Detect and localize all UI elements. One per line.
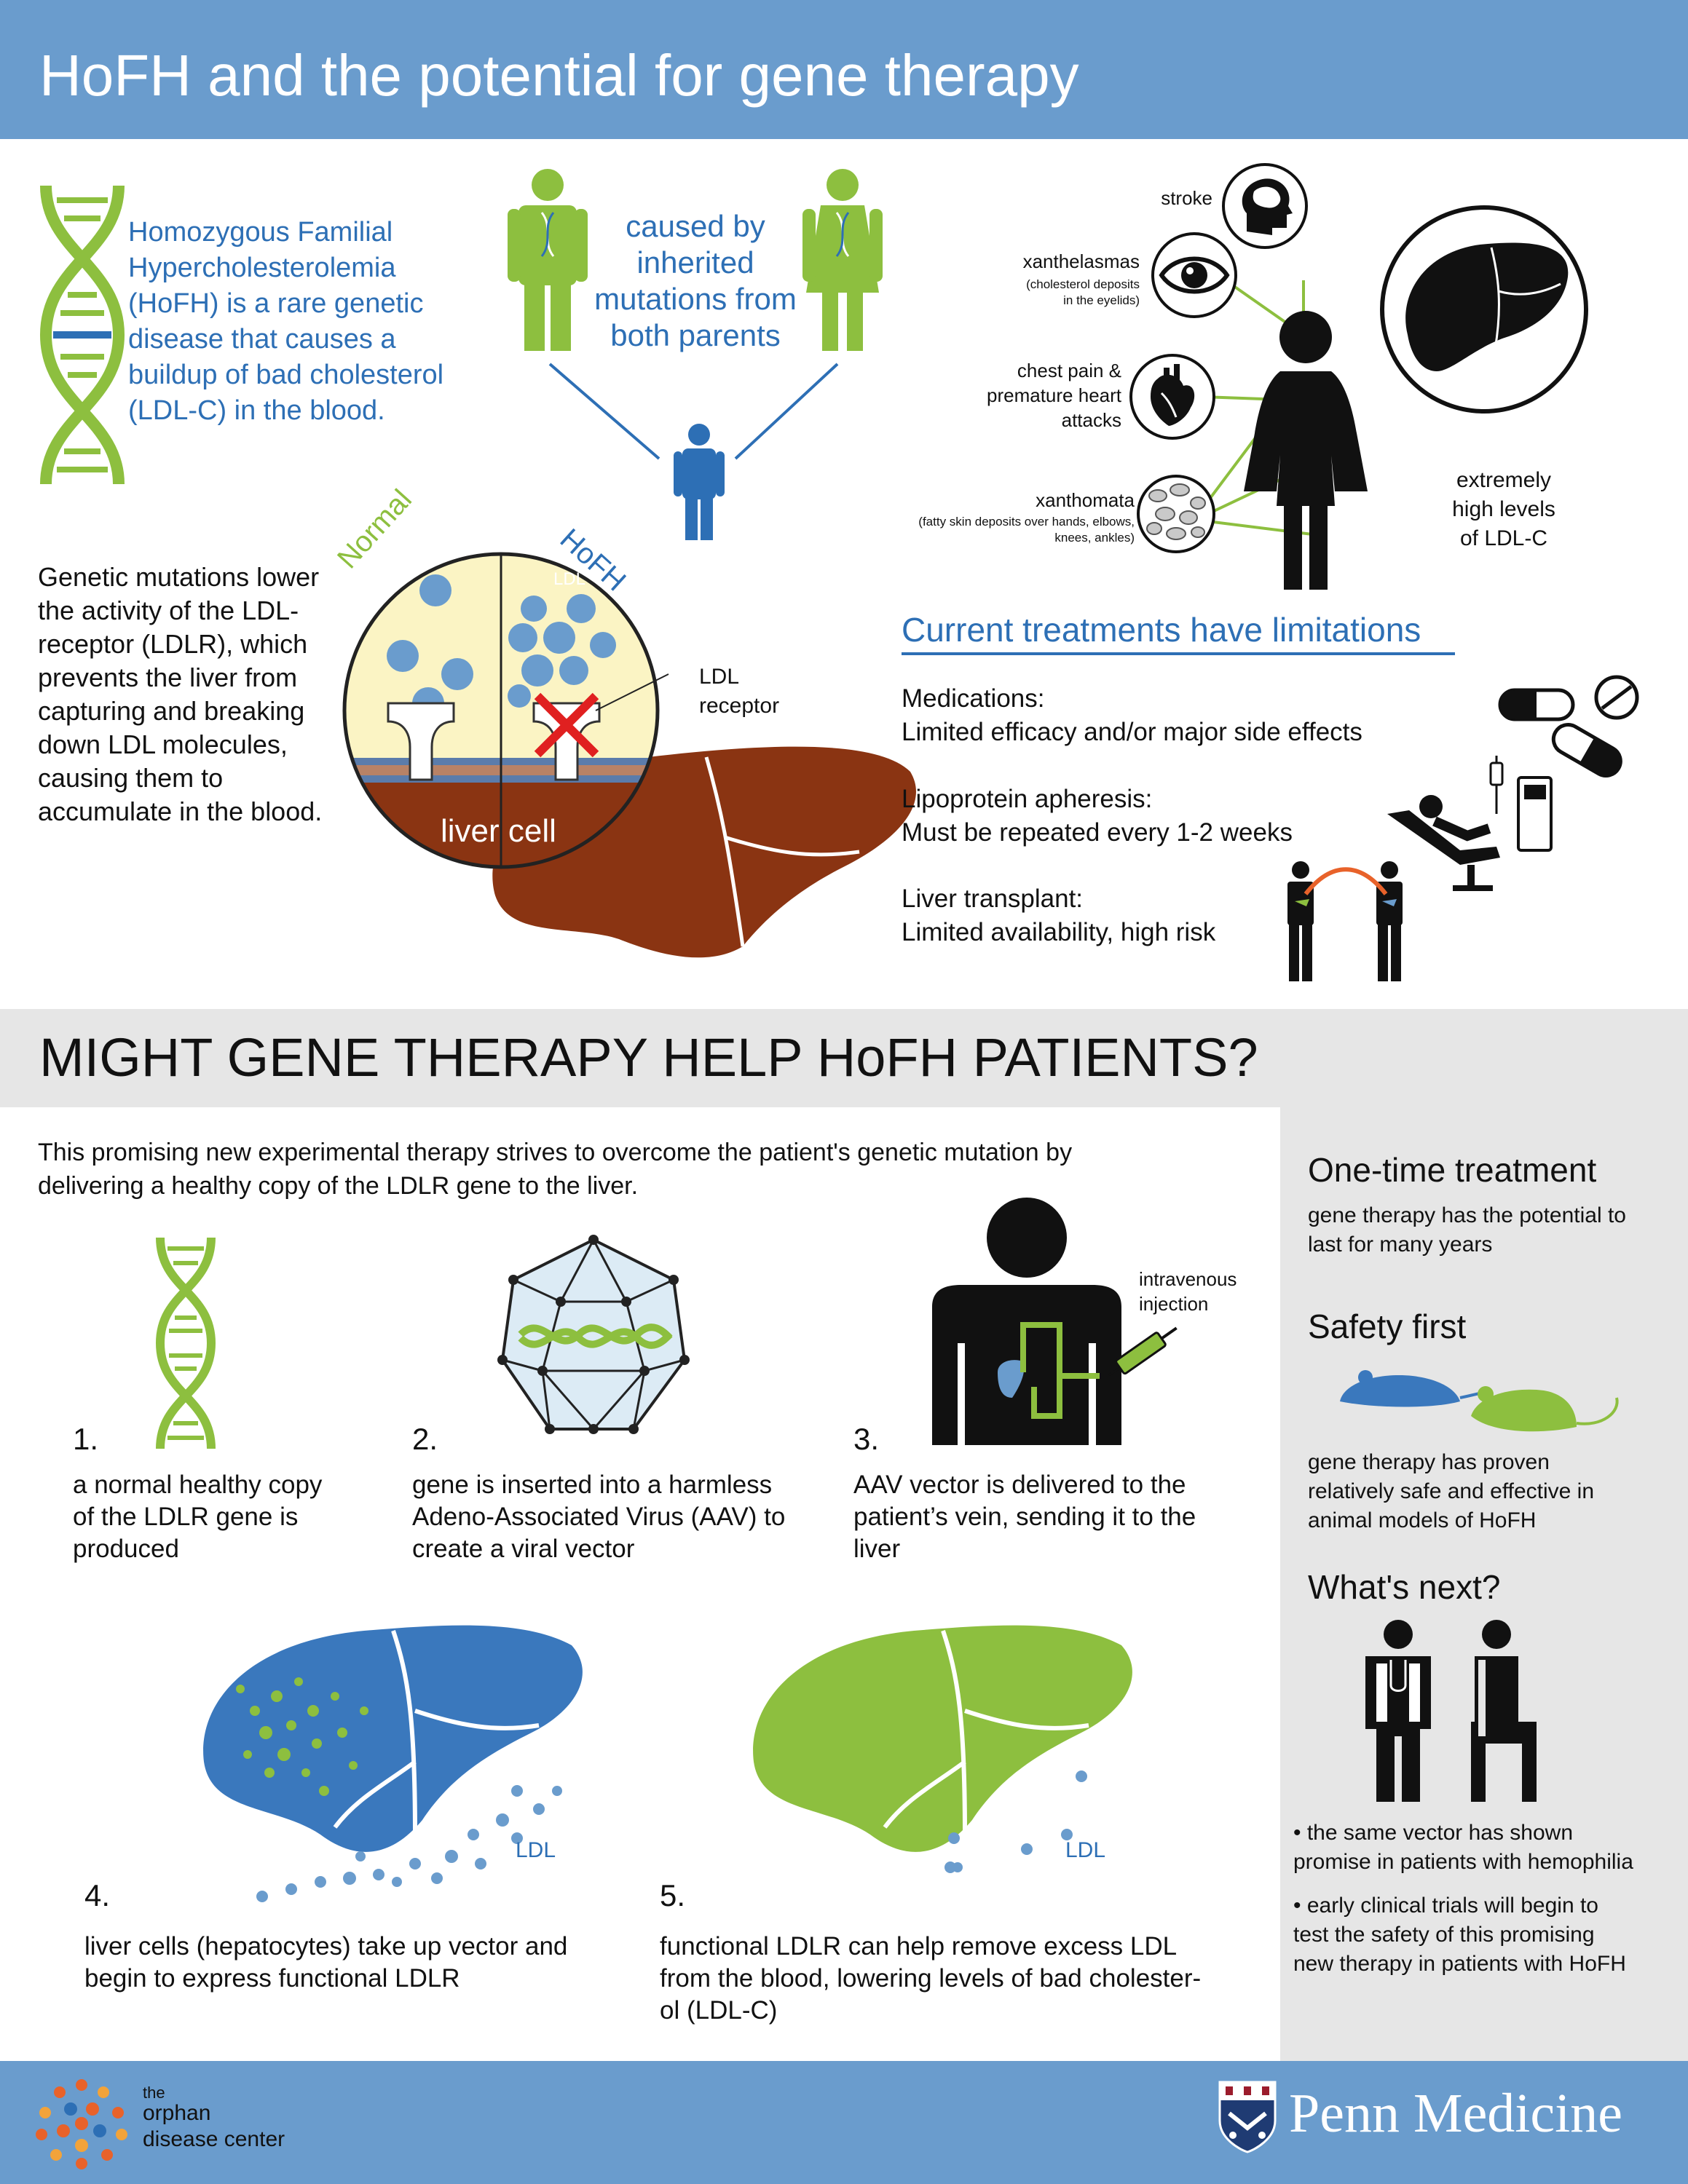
next-bullet-2: • early clinical trials will begin to te…	[1293, 1894, 1626, 1976]
step4-text: liver cells (hepatocytes) take up vector…	[84, 1932, 568, 1993]
section2-band	[0, 1009, 1688, 1107]
step2-text: gene is inserted into a harmless Adeno-A…	[412, 1471, 786, 1563]
step5-liver-icon	[753, 1625, 1132, 1873]
injection-label: intravenous injection	[1139, 1268, 1237, 1315]
treatments-divider	[902, 652, 1455, 655]
child-icon	[674, 424, 725, 540]
apheresis-machine-icon	[1387, 756, 1553, 891]
pills-icon	[1498, 675, 1639, 778]
step3-injection-icon	[932, 1198, 1178, 1445]
xanthelasmas-note: (cholesterol deposits in the eyelids)	[1026, 277, 1140, 307]
step5-ldl-label: LDL	[1065, 1838, 1106, 1862]
one-time-title: One-time treatment	[1308, 1151, 1597, 1189]
step4-number: 4.	[84, 1878, 111, 1912]
father-icon	[508, 169, 588, 351]
heart-icon	[1129, 354, 1215, 440]
skin-deposits-icon	[1137, 475, 1215, 553]
treatments-title: Current treatments have limitations	[902, 611, 1421, 649]
xanthelasmas-label: xanthelasmas	[1022, 250, 1140, 272]
odc-the: the	[143, 2084, 165, 2102]
ldl-receptor-label: LDL receptor	[699, 665, 780, 718]
step1-number: 1.	[73, 1422, 99, 1456]
next-bullet-1: • the same vector has shown promise in p…	[1293, 1821, 1633, 1874]
orphan-disease-center-logo	[36, 2079, 127, 2169]
odc-disease-center: disease center	[143, 2127, 285, 2151]
next-title: What's next?	[1308, 1568, 1501, 1606]
treatment-transplant-detail: Limited availability, high risk	[902, 918, 1216, 946]
eye-icon	[1151, 232, 1237, 318]
step2-aav-icon	[497, 1235, 690, 1434]
transplant-icon	[1287, 861, 1403, 981]
step1-dna-icon	[155, 1237, 216, 1449]
liver-circle-icon	[1380, 205, 1588, 414]
step3-number: 3.	[853, 1422, 880, 1456]
ldl-cell-label: LDL	[553, 569, 586, 589]
safety-title: Safety first	[1308, 1307, 1467, 1345]
one-time-text: gene therapy has the potential to last f…	[1308, 1203, 1626, 1257]
dna-icon	[39, 185, 125, 485]
step2-number: 2.	[412, 1422, 438, 1456]
page-title: HoFH and the potential for gene therapy	[39, 43, 1079, 108]
stroke-label: stroke	[1161, 187, 1212, 209]
inheritance-text: caused by inherited mutations from both …	[594, 209, 797, 352]
treatment-apheresis-detail: Must be repeated every 1-2 weeks	[902, 818, 1293, 847]
treatment-medications-name: Medications:	[902, 684, 1045, 713]
step1-text: a normal healthy copy of the LDLR gene i…	[73, 1471, 323, 1563]
section2-intro: This promising new experimental therapy …	[38, 1139, 1073, 1200]
liver-cell-label: liver cell	[441, 813, 556, 849]
step5-number: 5.	[660, 1878, 686, 1912]
odc-orphan: orphan	[143, 2101, 211, 2125]
xanthomata-label: xanthomata	[1036, 489, 1135, 511]
inheritance-lines	[548, 363, 839, 460]
step4-liver-icon	[203, 1625, 583, 1902]
treatment-medications-detail: Limited efficacy and/or major side effec…	[902, 718, 1362, 746]
step4-ldl-label: LDL	[516, 1838, 556, 1862]
brain-icon	[1222, 163, 1308, 249]
ldl-levels-label: extremely high levels of LDL-C	[1452, 468, 1555, 550]
penn-medicine-logo: Penn Medicine	[1289, 2083, 1623, 2144]
footer-bar	[0, 2061, 1688, 2184]
safety-text: gene therapy has proven relatively safe …	[1308, 1450, 1595, 1532]
mother-icon	[802, 169, 883, 351]
treatment-apheresis-name: Lipoprotein apheresis:	[902, 785, 1153, 813]
step5-text: functional LDLR can help remove excess L…	[660, 1932, 1202, 2025]
doctor-patient-icon	[1365, 1620, 1537, 1802]
step3-text: AAV vector is delivered to the patient’s…	[853, 1471, 1196, 1563]
liver-cell-diagram	[342, 552, 669, 869]
treatment-transplant-name: Liver transplant:	[902, 885, 1084, 913]
hofh-description: Homozygous Familial Hypercholesterolemia…	[128, 217, 444, 426]
patient-silhouette	[1244, 311, 1368, 590]
mice-icon	[1340, 1370, 1619, 1432]
header-bar	[0, 0, 1688, 139]
xanthomata-note: (fatty skin deposits over hands, elbows,…	[918, 515, 1135, 545]
penn-shield-icon	[1218, 2081, 1277, 2153]
chest-pain-label: chest pain & premature heart attacks	[987, 360, 1121, 431]
mechanism-text: Genetic mutations lower the activity of …	[38, 562, 323, 826]
sidebar-panel	[1280, 1107, 1688, 2061]
section2-title: MIGHT GENE THERAPY HELP HoFH PATIENTS?	[39, 1027, 1258, 1088]
